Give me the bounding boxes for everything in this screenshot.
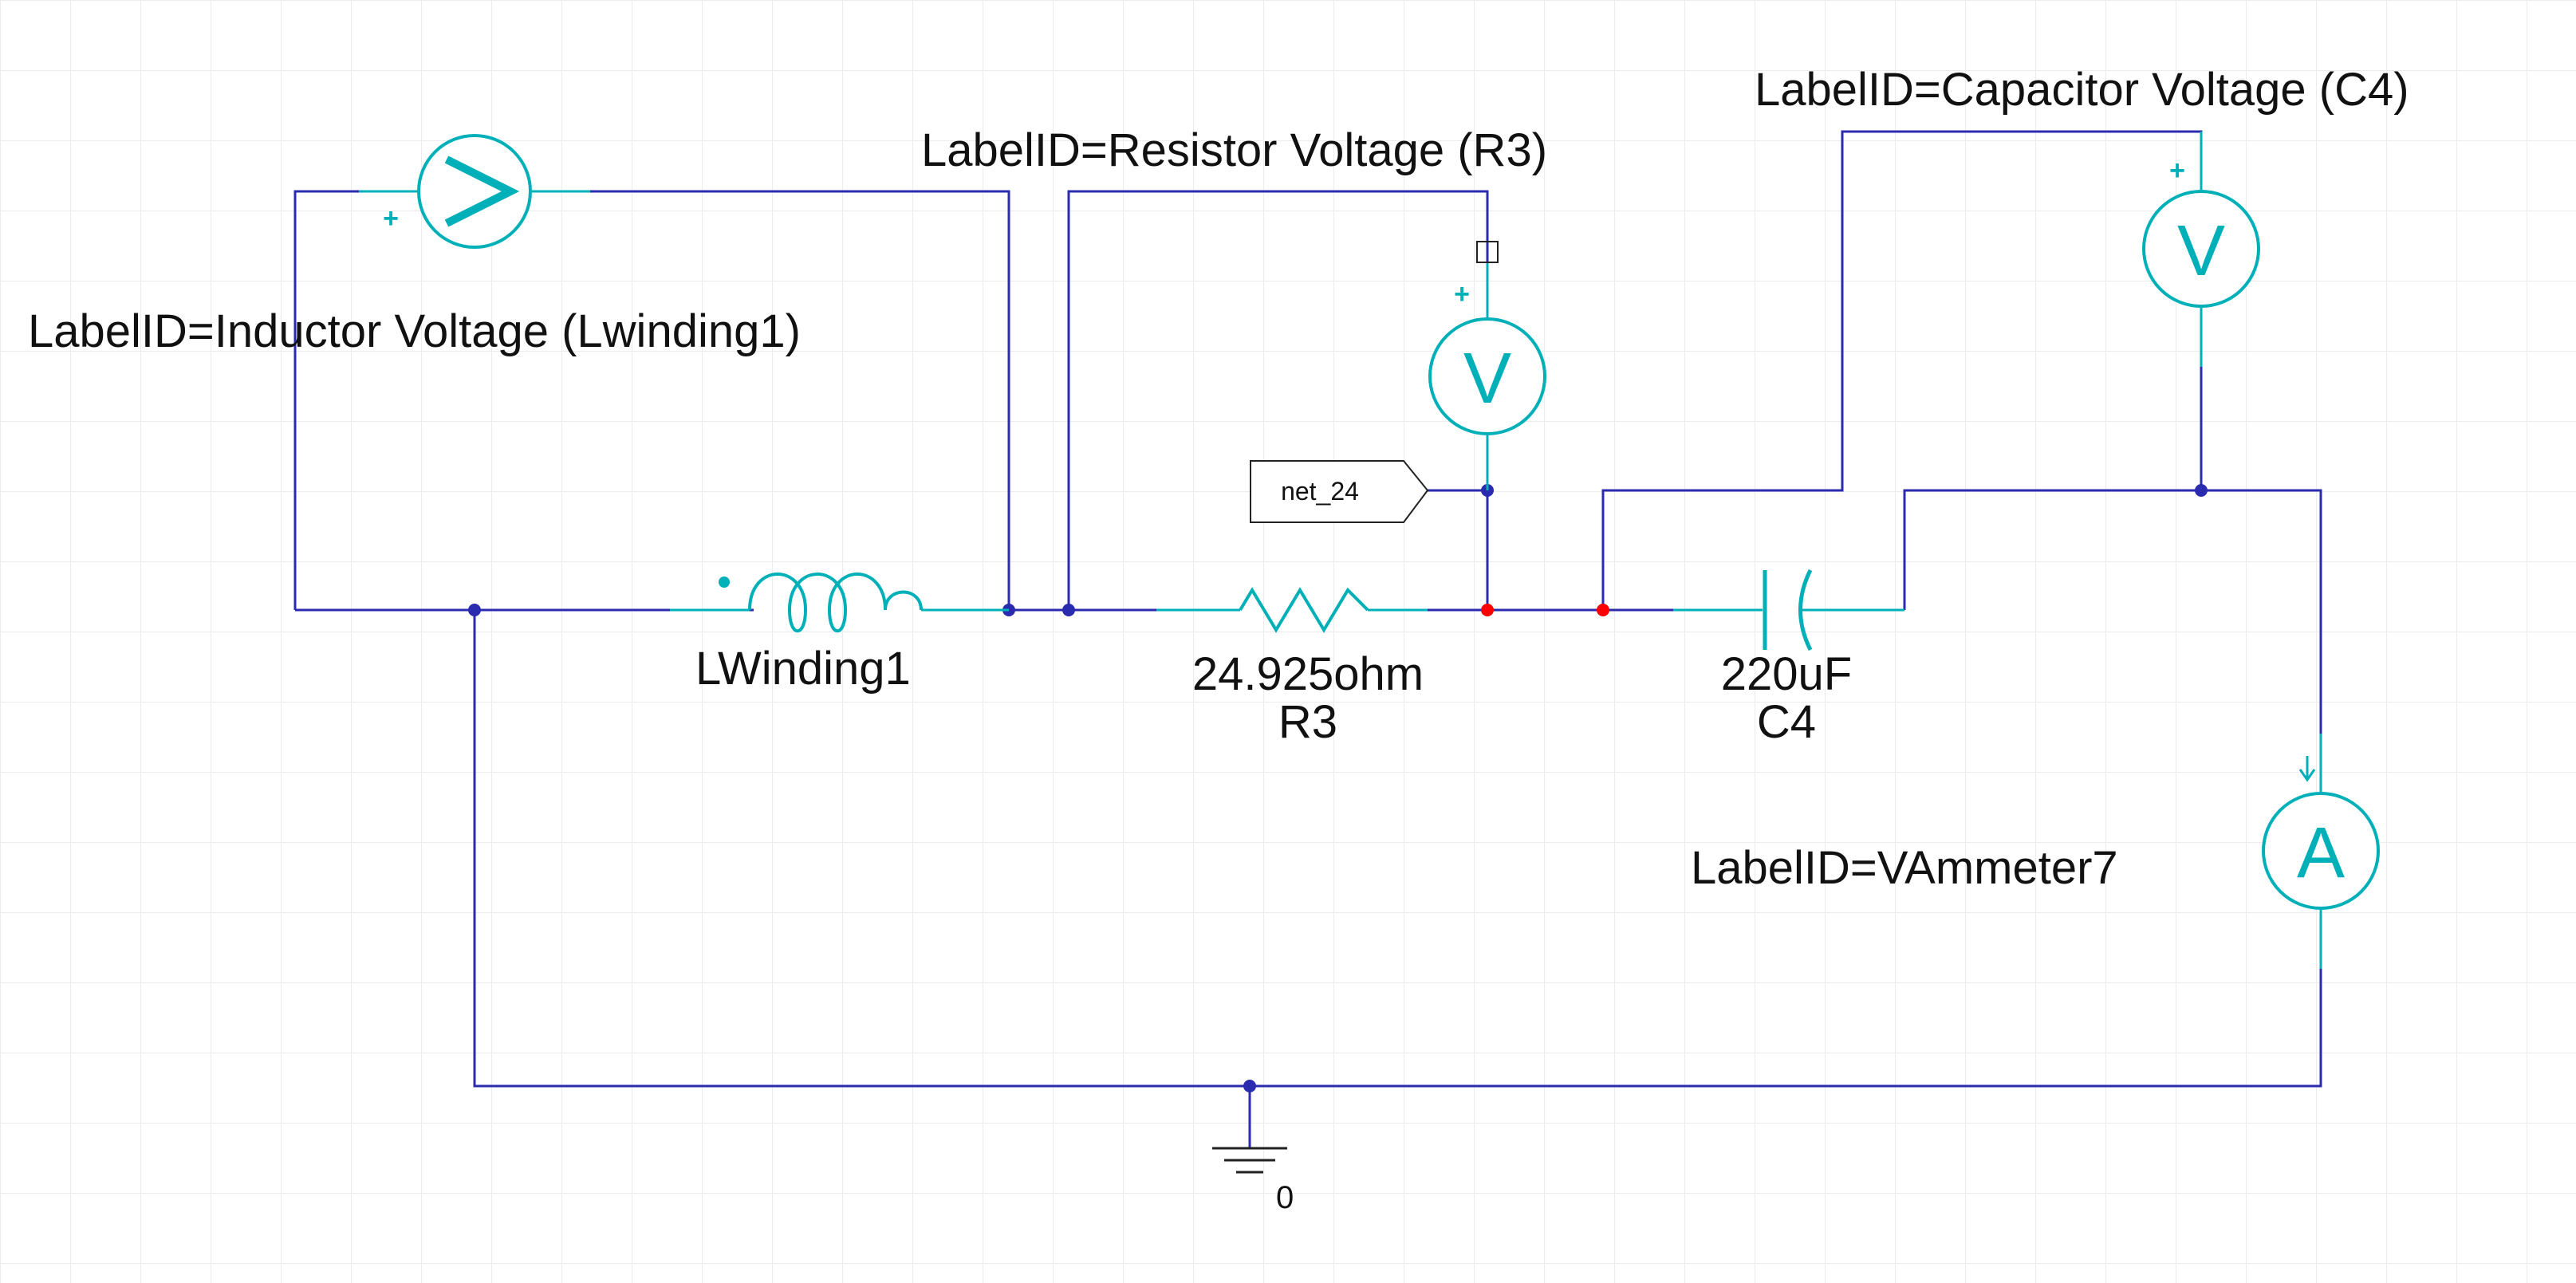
ammeter-a-icon: A bbox=[2297, 813, 2345, 893]
polarity-dot-icon bbox=[719, 577, 730, 588]
wire-cap-right-to-ammeter[interactable] bbox=[1903, 489, 2322, 734]
ammeter-label: LabelID=VAmmeter7 bbox=[1691, 842, 2118, 894]
wire-bottom[interactable] bbox=[473, 610, 2322, 1088]
junction-dot bbox=[1062, 604, 1075, 616]
resistor-voltmeter[interactable]: V + bbox=[1428, 241, 1546, 490]
wire-res-meter[interactable] bbox=[1067, 190, 1489, 610]
voltmeter-body[interactable] bbox=[1428, 317, 1546, 435]
inductor-coil-icon bbox=[748, 573, 923, 633]
ground-node-label: 0 bbox=[1276, 1180, 1294, 1215]
junction-dot bbox=[468, 604, 481, 616]
ammeter-body[interactable] bbox=[2262, 792, 2380, 910]
plus-sign: + bbox=[1454, 279, 1470, 309]
capacitor-voltage-label: LabelID=Capacitor Voltage (C4) bbox=[1755, 64, 2409, 116]
resistor-zigzag-icon bbox=[1239, 587, 1369, 633]
inductor-name: LWinding1 bbox=[695, 643, 911, 695]
capacitor-c4[interactable] bbox=[1673, 569, 1904, 651]
plus-sign: + bbox=[383, 203, 399, 234]
voltmeter-v-icon: V bbox=[2177, 211, 2225, 291]
capacitor-value: 220uF bbox=[1721, 648, 1852, 700]
resistor-r3[interactable] bbox=[1156, 587, 1428, 633]
inductor-voltmeter[interactable]: + bbox=[359, 134, 590, 249]
junction-dot-highlighted bbox=[1597, 604, 1609, 616]
net-label-text: net_24 bbox=[1281, 477, 1359, 506]
junction-dot-highlighted bbox=[1481, 604, 1494, 616]
wire-ind-meter-left[interactable] bbox=[293, 190, 359, 610]
inductor-lwinding1[interactable] bbox=[670, 573, 1009, 633]
net-label-net24[interactable]: net_24 bbox=[1250, 460, 1429, 523]
resistor-name: R3 bbox=[1278, 696, 1337, 748]
junction-dot bbox=[1243, 1080, 1256, 1092]
resistor-voltage-label: LabelID=Resistor Voltage (R3) bbox=[921, 124, 1547, 176]
junction-dot bbox=[2195, 484, 2208, 497]
voltmeter-body[interactable] bbox=[2142, 190, 2260, 308]
probe-marker[interactable] bbox=[1476, 241, 1499, 263]
capacitor-name: C4 bbox=[1757, 696, 1816, 748]
plus-sign: + bbox=[2169, 155, 2185, 186]
inductor-voltage-label: LabelID=Inductor Voltage (Lwinding1) bbox=[28, 305, 801, 357]
ammeter[interactable]: A bbox=[2262, 734, 2380, 969]
wire-ind-meter-right[interactable] bbox=[590, 190, 1010, 610]
voltmeter-v-icon: V bbox=[1463, 339, 1511, 419]
voltmeter-arrow-icon bbox=[444, 155, 520, 227]
current-direction-arrow-icon bbox=[2298, 756, 2316, 782]
ground-symbol[interactable]: 0 bbox=[1212, 1147, 1294, 1215]
resistor-value: 24.925ohm bbox=[1192, 648, 1424, 700]
capacitor-voltmeter[interactable]: V + bbox=[2142, 132, 2260, 367]
